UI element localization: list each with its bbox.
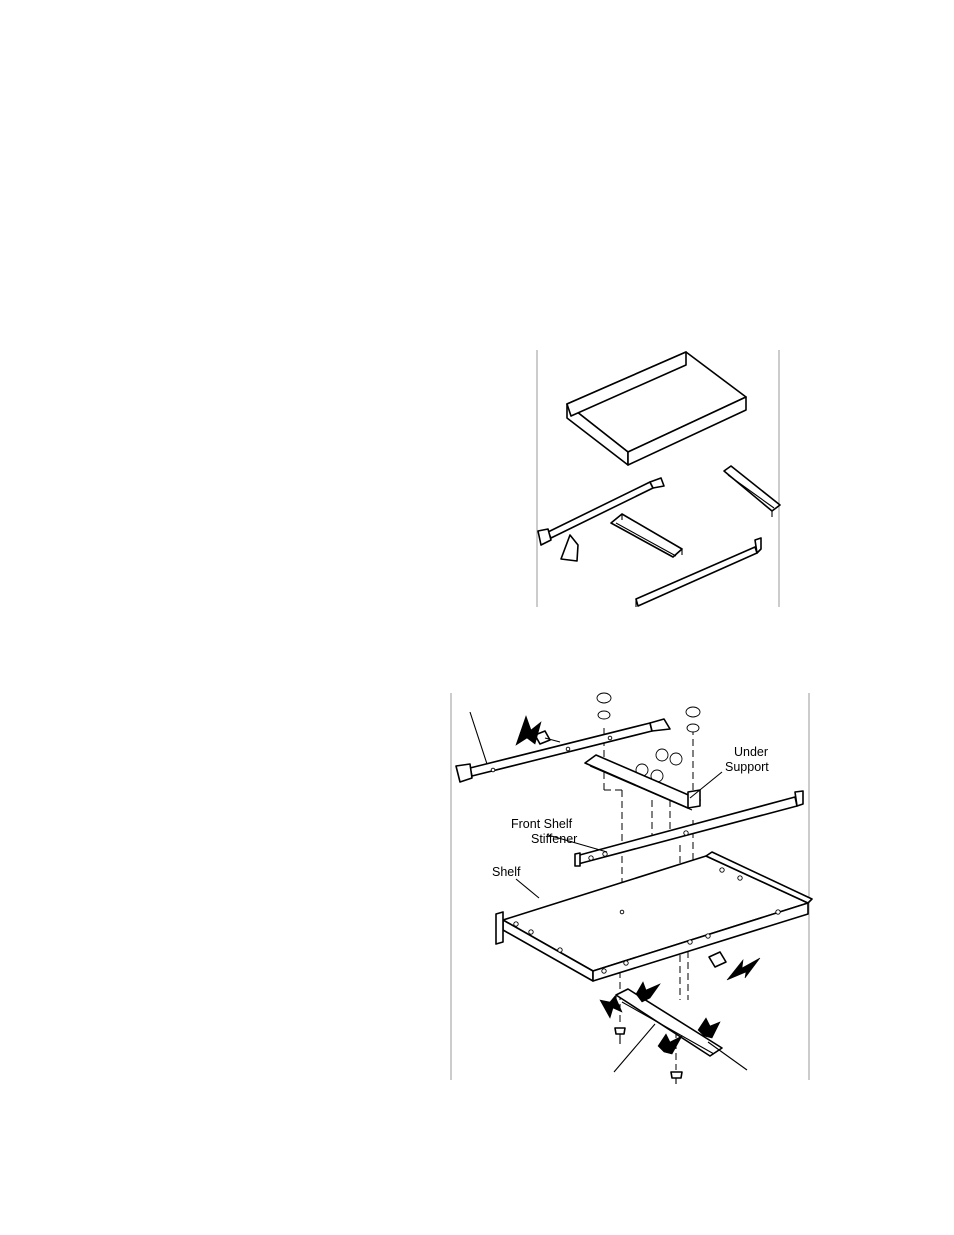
shelf-part [496, 852, 812, 981]
overview-right-channel [724, 466, 780, 517]
shelf-label: Shelf [492, 865, 521, 879]
screw [535, 731, 560, 744]
overview-shelf [567, 352, 746, 465]
overview-gusset [561, 535, 578, 561]
under-support-label-line1: Under [734, 745, 768, 759]
exploded-assembly-figure: Under Support Front Shelf Stiffener Shel… [451, 693, 812, 1084]
leader-shelf [516, 879, 539, 898]
screw [615, 1028, 625, 1044]
direction-arrow [600, 996, 622, 1018]
under-support-label-line2: Support [725, 760, 769, 774]
direction-arrow [658, 1034, 682, 1054]
screw [671, 1072, 682, 1084]
leader-under-support [690, 772, 722, 798]
parts-overview-figure [537, 350, 780, 607]
screw [709, 952, 726, 967]
overview-under-support [611, 514, 682, 557]
leader-line [708, 1042, 747, 1070]
front-stiffener-label-line2: Stiffener [531, 832, 577, 846]
under-support-part [585, 755, 700, 810]
direction-arrow [727, 958, 760, 980]
front-stiffener-label-line1: Front Shelf [511, 817, 573, 831]
direction-arrow [636, 982, 660, 1002]
overview-front-stiffener [636, 538, 761, 607]
leader-line [470, 712, 487, 764]
